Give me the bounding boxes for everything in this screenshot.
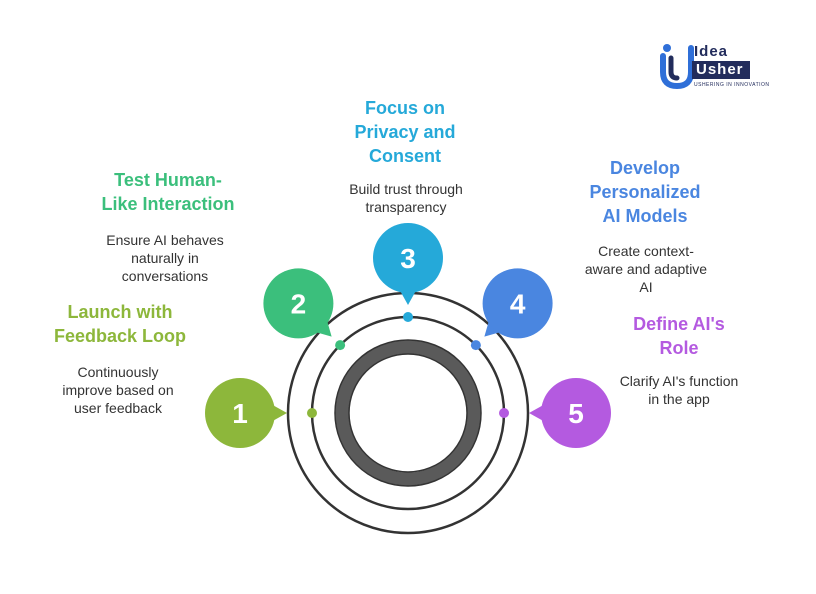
core-ring bbox=[335, 340, 481, 486]
logo-tagline: USHERING IN INNOVATION bbox=[694, 82, 770, 88]
logo-word-usher: Usher bbox=[692, 61, 750, 79]
step-4-title: Develop Personalized AI Models bbox=[589, 158, 701, 226]
step-2-description: Ensure AI behaves naturally in conversat… bbox=[106, 232, 224, 284]
step-4-bubble bbox=[482, 268, 553, 339]
step-5-number: 5 bbox=[568, 398, 584, 429]
step-3-title: Focus on Privacy and Consent bbox=[354, 98, 456, 166]
step-4-number: 4 bbox=[510, 288, 526, 319]
step-1-bubble bbox=[205, 378, 275, 448]
step-3-description: Build trust through transparency bbox=[349, 181, 463, 215]
logo: Idea Usher USHERING IN INNOVATION bbox=[660, 42, 780, 92]
logo-word-idea: Idea bbox=[694, 43, 729, 60]
step-5-description: Clarify AI's function in the app bbox=[619, 373, 739, 407]
step-2-number: 2 bbox=[291, 288, 307, 319]
core-ring-edge-outer bbox=[334, 339, 482, 487]
step-5-ring-dot bbox=[499, 408, 509, 418]
step-2-title: Test Human- Like Interaction bbox=[101, 170, 235, 214]
step-4-description: Create context- aware and adaptive AI bbox=[584, 243, 708, 295]
step-3-number: 3 bbox=[400, 243, 416, 274]
step-1-title: Launch with Feedback Loop bbox=[53, 302, 187, 346]
logo-mark-icon bbox=[660, 44, 694, 90]
step-4-ring-dot bbox=[470, 340, 481, 351]
step-1-description: Continuously improve based on user feedb… bbox=[62, 364, 174, 416]
step-5-title: Define AI's Role bbox=[633, 314, 725, 358]
step-3-bubble bbox=[373, 223, 443, 293]
step-2-bubble bbox=[263, 268, 334, 339]
step-3-ring-dot bbox=[403, 312, 413, 322]
step-2-ring-dot bbox=[335, 340, 346, 351]
core-ring-edge-inner bbox=[348, 353, 468, 473]
step-5-bubble bbox=[541, 378, 611, 448]
step-1-ring-dot bbox=[307, 408, 317, 418]
step-1-number: 1 bbox=[232, 398, 248, 429]
